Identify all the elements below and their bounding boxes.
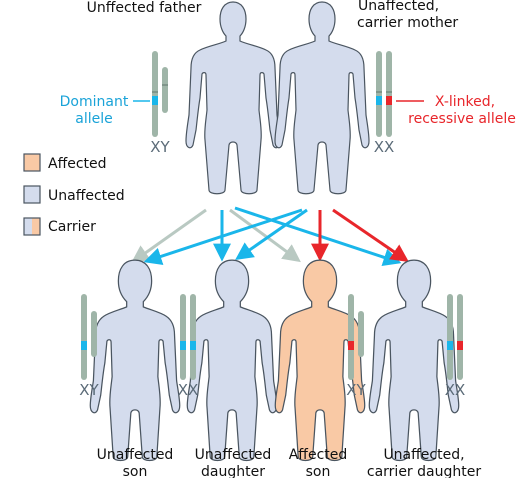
child2-label-line2: daughter <box>201 464 265 478</box>
arrow-father-y-son2 <box>229 208 301 263</box>
child4-chromosomes <box>447 294 463 380</box>
mother-label-line1: Unaffected, <box>358 0 439 14</box>
legend-label-unaffected: Unaffected <box>48 188 125 204</box>
child4-chromosome-label: XX <box>445 381 466 399</box>
child3-chromosomes <box>348 294 364 380</box>
arrow-mother-x-daughter1 <box>235 208 308 261</box>
inheritance-arrows <box>131 206 409 267</box>
legend-swatch-carrier <box>24 218 32 235</box>
child1-chromosomes <box>81 294 97 380</box>
mother-chromosomes <box>376 51 392 137</box>
father-chromosome-label: XY <box>150 138 170 156</box>
child1-label-line1: Unaffected <box>97 447 174 463</box>
recessive-label-line2: recessive allele <box>408 111 516 127</box>
child4-label-line1: Unaffected, <box>383 447 464 463</box>
child2-chromosomes <box>180 294 196 380</box>
child4-label-line2: carrier daughter <box>367 464 481 478</box>
father-chromosomes <box>152 51 168 137</box>
father-label: Unffected father <box>87 0 202 16</box>
recessive-label-line1: X-linked, <box>435 94 495 110</box>
child2-chromosome-label: XX <box>178 381 199 399</box>
legend-label-carrier: Carrier <box>48 219 96 235</box>
child3-label-line2: son <box>306 464 331 478</box>
arrow-mother-x-daughter2 <box>332 208 409 263</box>
child3-chromosome-label: XY <box>346 381 366 399</box>
child3-label-line1: Affected <box>289 447 348 463</box>
mother-label-line2: carrier mother <box>357 15 458 31</box>
legend-swatch-unaffected <box>23 185 41 204</box>
mother-chromosome-label: XX <box>374 138 395 156</box>
child1-label-line2: son <box>123 464 148 478</box>
father-figure <box>185 1 281 195</box>
dominant-label-line2: allele <box>75 111 112 127</box>
arrow-father-x-daughter2 <box>234 206 402 267</box>
child-figure-unaffected-daughter <box>186 259 278 462</box>
dominant-allele-marker <box>152 96 158 105</box>
legend: Affected Unaffected Carrier <box>23 153 125 236</box>
arrow-mother-x-son1 <box>143 208 303 266</box>
child-figure-unaffected-son <box>89 259 181 462</box>
dominant-label-line1: Dominant <box>60 94 129 110</box>
legend-swatch-affected <box>23 153 41 172</box>
child1-chromosome-label: XY <box>79 381 99 399</box>
child2-label-line1: Unaffected <box>195 447 272 463</box>
legend-label-affected: Affected <box>48 156 107 172</box>
recessive-allele-marker <box>386 96 392 105</box>
